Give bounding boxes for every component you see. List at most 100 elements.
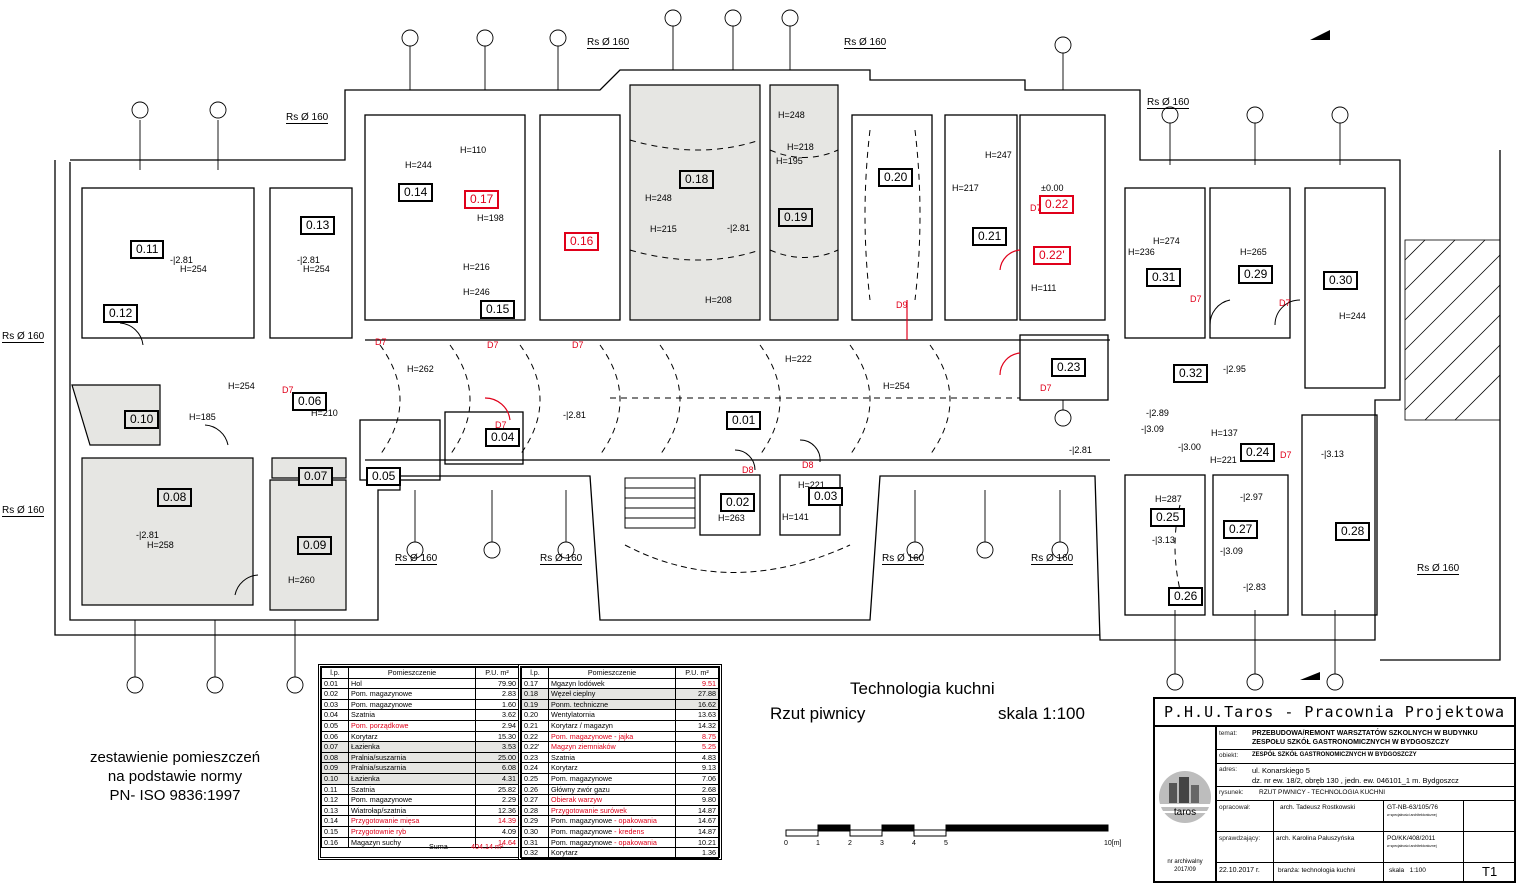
cell-name: Magzyn ziemniaków xyxy=(548,741,676,753)
level-0.11: -|2.81 xyxy=(170,255,193,265)
level-0.08: -|2.81 xyxy=(136,530,159,540)
cell-name: Mgazyn lodówek xyxy=(548,677,676,690)
room-label-0.30[interactable]: 0.30 xyxy=(1323,271,1359,290)
tb-footer: 22.10.2017 r. branża: technologia kuchni… xyxy=(1217,863,1514,881)
room-label-0.22-prime[interactable]: 0.22' xyxy=(1033,246,1071,265)
col-name: Pomieszczenie xyxy=(348,667,476,679)
cell-lp: 0.10 xyxy=(321,772,349,785)
cell-name: Łazienka xyxy=(348,772,476,785)
cell-lp: 0.21 xyxy=(521,719,549,732)
room-0.10-fill xyxy=(71,384,161,446)
room-label-0.02[interactable]: 0.02 xyxy=(720,493,756,512)
room-label-0.21[interactable]: 0.21 xyxy=(972,227,1008,246)
level-0.22: ±0.00 xyxy=(1041,183,1064,193)
room-label-0.28[interactable]: 0.28 xyxy=(1335,522,1371,541)
room-name: Ponm. techniczne xyxy=(551,699,609,709)
room-0.25-walls xyxy=(1124,474,1206,616)
adres-label: adres: xyxy=(1219,766,1238,773)
drawing-scale: skala 1:100 xyxy=(998,704,1085,723)
room-label-0.27[interactable]: 0.27 xyxy=(1223,520,1259,539)
height-254-b: H=254 xyxy=(228,381,255,391)
height-141: H=141 xyxy=(782,512,809,522)
door-label-d7-f: D7 xyxy=(1040,383,1052,393)
cell-lp: 0.11 xyxy=(321,783,349,796)
cell-name: Przygotowanie mięsa xyxy=(348,815,476,827)
room-label-0.16[interactable]: 0.16 xyxy=(564,232,600,251)
company-name: P.H.U.Taros - Pracownia Projektowa xyxy=(1155,699,1514,727)
cell-lp: 0.32 xyxy=(521,847,549,859)
cell-name: Szatnia xyxy=(348,783,476,796)
room-label-0.04[interactable]: 0.04 xyxy=(485,428,521,447)
rs-label-8: Rs Ø 160 xyxy=(540,553,583,565)
rs-label-7: Rs Ø 160 xyxy=(395,553,438,565)
height-236: H=236 xyxy=(1128,247,1155,257)
cell-name: Pom. magazynowe - opakowania xyxy=(548,836,676,849)
room-label-0.14[interactable]: 0.14 xyxy=(398,183,434,202)
door-label-d7-h: D7 xyxy=(1190,294,1202,304)
room-0.20-walls xyxy=(851,114,933,321)
room-name: Szatnia xyxy=(351,784,375,794)
room-label-0.25[interactable]: 0.25 xyxy=(1150,508,1186,527)
room-label-0.07[interactable]: 0.07 xyxy=(298,467,334,486)
height-244-b: H=244 xyxy=(1339,311,1366,321)
room-name: Pom. magazynowe xyxy=(351,699,413,709)
room-label-0.05[interactable]: 0.05 xyxy=(366,467,402,486)
height-274: H=274 xyxy=(1153,236,1180,246)
cell-area: 9.13 xyxy=(675,762,719,774)
cell-name: Pom. magazynowe xyxy=(348,698,476,711)
cell-area: 9.51 xyxy=(675,677,719,690)
obiekt-label: obiekt: xyxy=(1219,752,1239,759)
room-label-0.10[interactable]: 0.10 xyxy=(124,410,160,429)
room-name: Pom. magazynowe xyxy=(551,773,613,783)
height-0.13: H=254 xyxy=(303,264,330,274)
room-label-0.11[interactable]: 0.11 xyxy=(130,240,165,259)
room-label-0.26[interactable]: 0.26 xyxy=(1168,587,1204,606)
door-label-d7-i: D7 xyxy=(1279,298,1291,308)
room-0.16-walls xyxy=(539,114,621,321)
room-label-0.08[interactable]: 0.08 xyxy=(157,488,193,507)
room-name: Korytarz xyxy=(551,848,578,858)
room-label-0.13[interactable]: 0.13 xyxy=(300,216,336,235)
room-label-0.20[interactable]: 0.20 xyxy=(878,168,914,187)
room-name: Obierak warzyw xyxy=(551,795,603,805)
room-name-suffix: - opakowania xyxy=(612,816,657,826)
room-label-0.03[interactable]: 0.03 xyxy=(808,487,844,506)
temat-value-2: ZESPOŁU SZKÓŁ GASTRONOMICZNYCH W BYDGOSZ… xyxy=(1252,739,1450,746)
branza: branża: technologia kuchni xyxy=(1278,867,1356,874)
room-label-0.24[interactable]: 0.24 xyxy=(1240,443,1276,462)
sum-value: 404.14 m² xyxy=(471,842,504,851)
room-label-0.19[interactable]: 0.19 xyxy=(778,208,814,227)
cell-lp: 0.16 xyxy=(321,836,349,849)
room-label-0.06[interactable]: 0.06 xyxy=(292,392,328,411)
rs-label-3: Rs Ø 160 xyxy=(1147,97,1190,109)
room-label-0.32[interactable]: 0.32 xyxy=(1173,364,1209,383)
room-name-suffix: - opakowania xyxy=(612,837,657,847)
height-221: H=221 xyxy=(1210,455,1237,465)
room-label-0.15[interactable]: 0.15 xyxy=(480,300,516,319)
room-label-0.01[interactable]: 0.01 xyxy=(726,411,762,430)
door-label-d7-d: D7 xyxy=(572,340,584,350)
room-name: Pom. magazynowe xyxy=(551,837,613,847)
cell-lp: 0.14 xyxy=(321,815,349,827)
room-label-0.09[interactable]: 0.09 xyxy=(297,536,333,555)
cell-area: 8.75 xyxy=(675,730,719,743)
scale-tick-10: 10[m] xyxy=(1104,840,1122,847)
room-name: Główny zwór gazu xyxy=(551,784,610,794)
room-label-0.17[interactable]: 0.17 xyxy=(464,190,500,209)
scale-tick-3: 3 xyxy=(880,840,884,847)
norm-line-2: na podstawie normy xyxy=(107,768,243,785)
room-name: Pralnia/suszarnia xyxy=(351,752,407,762)
room-label-0.31[interactable]: 0.31 xyxy=(1146,268,1182,287)
cell-area: 1.36 xyxy=(675,847,719,859)
door-label-d7-g: D7 xyxy=(1030,203,1042,213)
room-label-0.29[interactable]: 0.29 xyxy=(1238,265,1274,284)
room-label-0.18[interactable]: 0.18 xyxy=(679,170,715,189)
room-label-0.23[interactable]: 0.23 xyxy=(1051,358,1087,377)
room-label-0.12[interactable]: 0.12 xyxy=(103,304,139,323)
room-label-0.22[interactable]: 0.22 xyxy=(1039,195,1075,214)
